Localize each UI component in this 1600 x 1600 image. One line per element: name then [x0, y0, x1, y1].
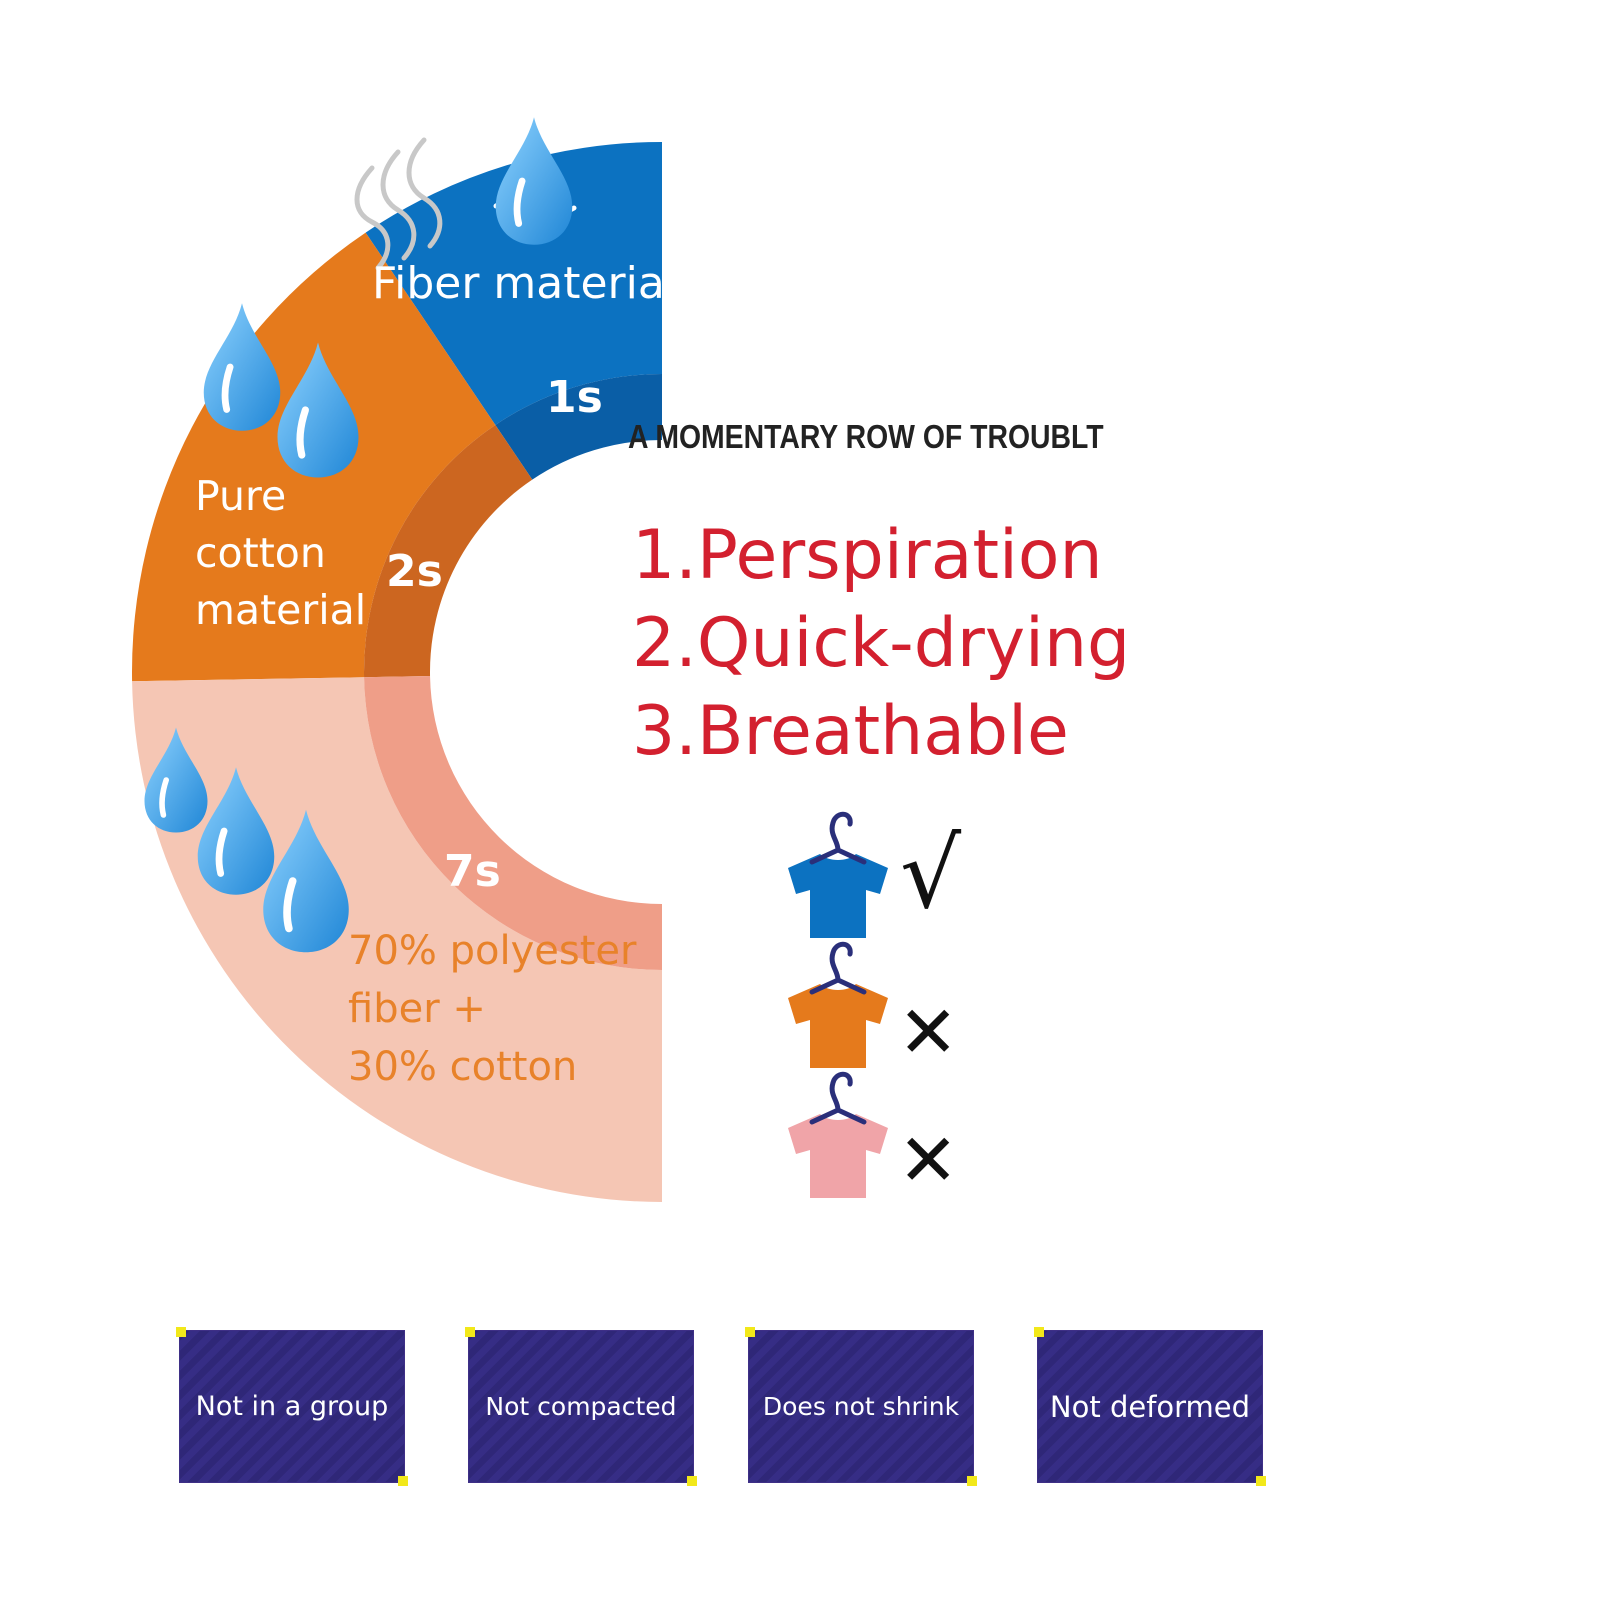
blend-segment: [132, 677, 663, 1202]
blend-label-line: fiber +: [348, 986, 486, 1032]
moisture-ring: [131, 142, 663, 1202]
headline: A MOMENTARY ROW OF TROUBLT: [628, 418, 1104, 455]
hanger-icon: [809, 1071, 867, 1125]
feature-breathable: 3.Breathable: [632, 692, 1069, 771]
cotton-time-label: 2s: [386, 546, 443, 597]
hanger-icon: [809, 811, 867, 865]
cotton-label-line: material: [195, 586, 367, 634]
water-drop-icon: [197, 767, 275, 895]
cotton-time-band: [364, 424, 533, 678]
tshirt-icon: [788, 941, 888, 1068]
hanger-icon: [809, 941, 867, 995]
property-box-does-not-shrink: Does not shrink: [745, 1327, 977, 1486]
blend-time-label: 7s: [444, 846, 501, 897]
property-label: Does not shrink: [762, 1392, 960, 1421]
water-drop-icon: [263, 809, 349, 953]
blend-label: 70% polyester fiber + 30% cotton: [348, 922, 636, 1096]
steam-icon: [354, 137, 443, 271]
fiber-label: Fiber material: [372, 258, 677, 310]
feature-perspiration: 1.Perspiration: [632, 516, 1103, 595]
water-drop-icon: [203, 303, 281, 431]
property-box-not-deformed: Not deformed: [1034, 1327, 1266, 1486]
blend-label-line: 30% cotton: [348, 1044, 578, 1090]
cotton-label-line: cotton: [195, 529, 326, 577]
tshirt-icon: [788, 811, 888, 938]
cotton-label-line: Pure: [195, 472, 287, 520]
cross-mark-icon: ✕: [898, 990, 959, 1074]
blend-label-line: 70% polyester: [348, 928, 637, 974]
water-drop-icon: [495, 117, 573, 245]
fiber-time-band: [495, 374, 662, 480]
fiber-label-line: Fiber material: [372, 258, 678, 309]
blend-time-band: [364, 676, 662, 970]
water-drop-icon: [277, 342, 359, 478]
water-drops: [144, 117, 573, 953]
check-mark-icon: √: [900, 818, 962, 930]
property-label: Not compacted: [485, 1392, 677, 1421]
property-label: Not deformed: [1049, 1389, 1251, 1424]
feature-quick-drying: 2.Quick-drying: [632, 604, 1131, 683]
property-box-not-compacted: Not compacted: [465, 1327, 697, 1486]
cotton-label: Pure cotton material: [195, 468, 366, 639]
property-label: Not in a group: [195, 1391, 389, 1422]
cross-mark-icon: ✕: [898, 1118, 959, 1202]
fiber-time-label: 1s: [546, 372, 603, 423]
tshirt-icon: [788, 1071, 888, 1198]
water-drop-icon: [144, 727, 208, 833]
shirt-icons: [788, 811, 888, 1198]
property-box-not-in-group: Not in a group: [176, 1327, 408, 1486]
